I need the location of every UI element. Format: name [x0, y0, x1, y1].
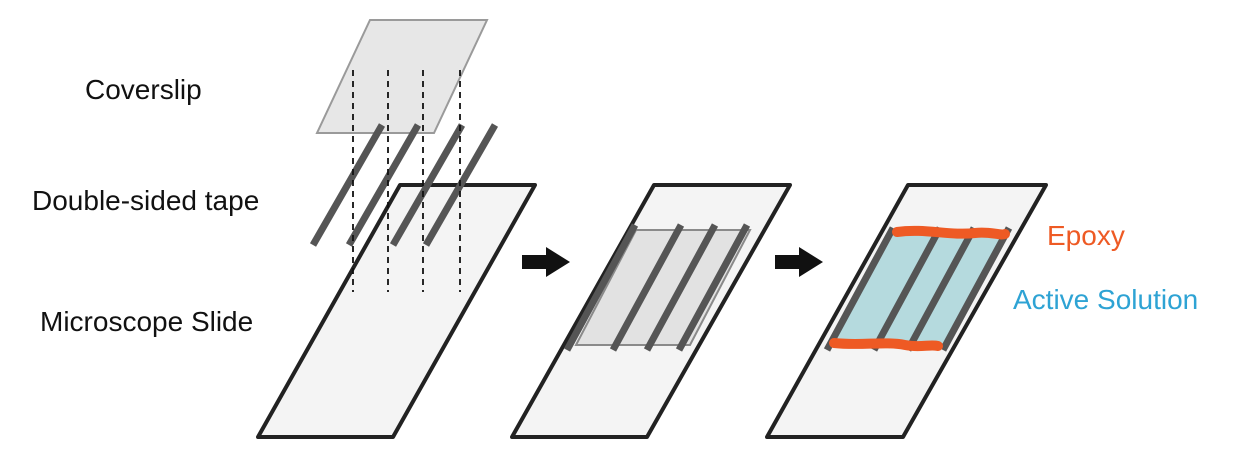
epoxy-seal-top — [892, 225, 1010, 240]
tape-strip — [939, 226, 1013, 352]
epoxy-seal-bottom — [829, 338, 943, 352]
label-microscope-slide: Microscope Slide — [40, 306, 253, 337]
coverslip — [315, 19, 489, 134]
active-solution-chamber — [830, 232, 1010, 345]
tape-strip — [309, 123, 386, 247]
label-double-sided-tape: Double-sided tape — [32, 185, 259, 216]
tape-strip — [675, 223, 751, 352]
tape-strips — [563, 223, 751, 352]
panel-assembled — [510, 183, 792, 439]
tape-strips — [823, 226, 1013, 352]
tape-strip — [389, 123, 466, 247]
tape-strip — [609, 223, 685, 352]
tape-strip — [643, 223, 719, 352]
tape-strip — [870, 226, 944, 352]
panel-exploded — [256, 19, 537, 439]
tape-strip — [904, 226, 978, 352]
tape-strip — [563, 223, 639, 352]
label-epoxy: Epoxy — [1047, 220, 1125, 251]
label-active-solution: Active Solution — [1013, 284, 1198, 315]
panel-sealed — [765, 183, 1048, 439]
label-coverslip: Coverslip — [85, 74, 202, 105]
right-arrow-icon — [522, 247, 570, 277]
tape-strip — [345, 123, 422, 247]
alignment-guides — [352, 70, 461, 292]
right-arrow-icon — [775, 247, 823, 277]
tape-strip — [823, 226, 897, 352]
microscope-slide — [256, 183, 537, 439]
